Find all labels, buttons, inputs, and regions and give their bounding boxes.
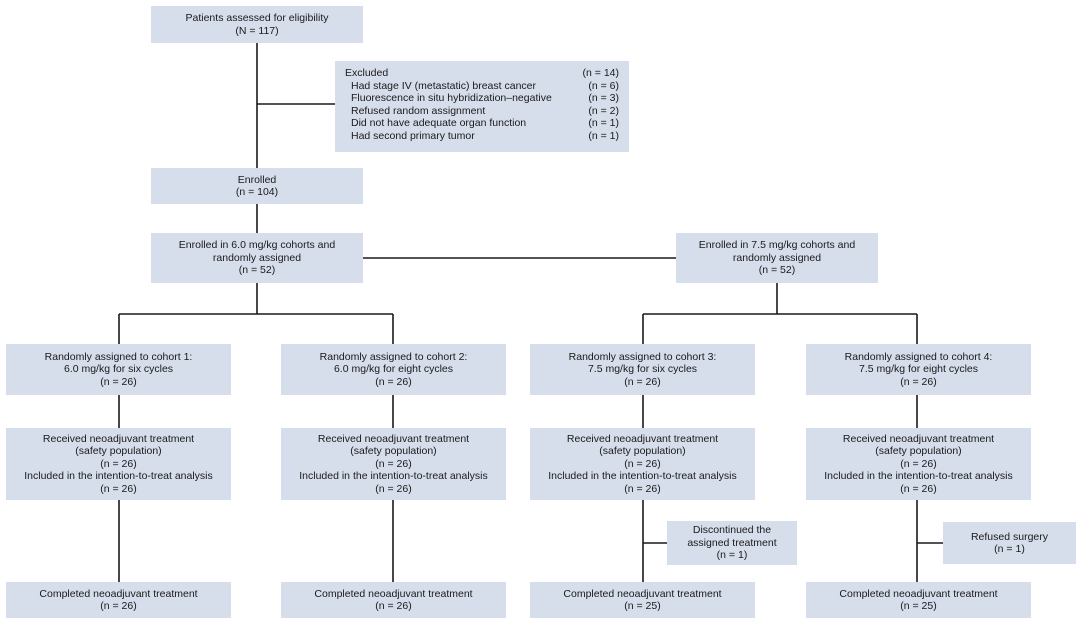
arm-box-6mg: Enrolled in 6.0 mg/kg cohorts and random… xyxy=(151,233,363,283)
cohort-assign-line2: 7.5 mg/kg for six cycles xyxy=(587,363,698,376)
received-line1: Received neoadjuvant treatment xyxy=(842,432,995,445)
cohort3-completed-box: Completed neoadjuvant treatment (n = 25) xyxy=(530,582,755,618)
completed-label: Completed neoadjuvant treatment xyxy=(563,587,722,600)
itt-label: Included in the intention-to-treat analy… xyxy=(548,470,737,483)
cohort-assign-line1: Randomly assigned to cohort 1: xyxy=(44,350,193,363)
cohort-assign-line1: Randomly assigned to cohort 3: xyxy=(568,350,717,363)
received-count: (n = 26) xyxy=(375,457,412,470)
refused-count: (n = 1) xyxy=(994,543,1025,555)
cohort-assign-line1: Randomly assigned to cohort 4: xyxy=(844,350,993,363)
arm1-split-line xyxy=(118,283,394,344)
excluded-reason-label: Had stage IV (metastatic) breast cancer xyxy=(351,79,536,92)
itt-count: (n = 26) xyxy=(100,482,137,495)
excluded-reason-row: Did not have adequate organ function (n … xyxy=(345,117,619,130)
cohort4-completed-box: Completed neoadjuvant treatment (n = 25) xyxy=(806,582,1031,618)
excluded-reason-count: (n = 1) xyxy=(588,117,619,129)
cohort3-flow-line xyxy=(642,395,667,582)
excluded-reason-count: (n = 1) xyxy=(588,129,619,142)
received-line1: Received neoadjuvant treatment xyxy=(42,432,195,445)
cohort4-assign-box: Randomly assigned to cohort 4: 7.5 mg/kg… xyxy=(806,344,1031,395)
arm-count: (n = 52) xyxy=(758,264,796,277)
arm-label-line2: randomly assigned xyxy=(212,251,302,264)
excluded-reason-label: Fluorescence in situ hybridization–negat… xyxy=(351,92,552,104)
excluded-count: (n = 14) xyxy=(582,67,619,79)
received-line2: (safety population) xyxy=(599,445,686,458)
itt-label: Included in the intention-to-treat analy… xyxy=(299,470,488,483)
arm-label-line2: randomly assigned xyxy=(732,251,822,264)
received-line2: (safety population) xyxy=(75,445,162,458)
excluded-reason-row: Had stage IV (metastatic) breast cancer … xyxy=(345,80,619,93)
cohort3-assign-box: Randomly assigned to cohort 3: 7.5 mg/kg… xyxy=(530,344,755,395)
completed-count: (n = 26) xyxy=(100,600,137,612)
arm-label-line1: Enrolled in 6.0 mg/kg cohorts and xyxy=(178,239,336,252)
excluded-reason-label: Refused random assignment xyxy=(351,104,486,117)
completed-count: (n = 25) xyxy=(624,600,661,612)
arm-box-7-5mg: Enrolled in 7.5 mg/kg cohorts and random… xyxy=(676,233,878,283)
discontinued-line2: assigned treatment xyxy=(687,536,777,549)
itt-count: (n = 26) xyxy=(624,482,661,495)
received-line2: (safety population) xyxy=(350,445,437,458)
received-count: (n = 26) xyxy=(100,457,137,470)
excluded-reason-row: Fluorescence in situ hybridization–negat… xyxy=(345,92,619,105)
completed-count: (n = 25) xyxy=(900,600,937,612)
excluded-reason-label: Did not have adequate organ function xyxy=(351,117,527,129)
arm-label-line1: Enrolled in 7.5 mg/kg cohorts and xyxy=(698,239,856,252)
cohort2-assign-box: Randomly assigned to cohort 2: 6.0 mg/kg… xyxy=(281,344,506,395)
completed-count: (n = 26) xyxy=(375,600,412,612)
enrolled-label: Enrolled xyxy=(237,173,277,186)
cohort-assign-line2: 6.0 mg/kg for eight cycles xyxy=(333,363,454,376)
cohort-assign-line1: Randomly assigned to cohort 2: xyxy=(319,350,468,363)
discontinued-count: (n = 1) xyxy=(716,549,748,562)
arm2-split-line xyxy=(642,283,918,344)
excluded-reason-count: (n = 3) xyxy=(588,92,619,104)
itt-count: (n = 26) xyxy=(900,482,937,495)
itt-label: Included in the intention-to-treat analy… xyxy=(824,470,1013,483)
discontinued-box: Discontinued the assigned treatment (n =… xyxy=(667,521,797,565)
refused-label: Refused surgery xyxy=(970,530,1049,543)
excluded-reason-row: Had second primary tumor (n = 1) xyxy=(345,130,619,143)
cohort4-received-box: Received neoadjuvant treatment (safety p… xyxy=(806,428,1031,500)
excluded-header-row: Excluded (n = 14) xyxy=(345,67,619,80)
received-count: (n = 26) xyxy=(624,457,661,470)
cohort-assign-count: (n = 26) xyxy=(100,375,137,388)
received-line1: Received neoadjuvant treatment xyxy=(317,432,470,445)
cohort1-assign-box: Randomly assigned to cohort 1: 6.0 mg/kg… xyxy=(6,344,231,395)
excluded-reason-row: Refused random assignment (n = 2) xyxy=(345,105,619,118)
received-line1: Received neoadjuvant treatment xyxy=(566,432,719,445)
cohort1-received-box: Received neoadjuvant treatment (safety p… xyxy=(6,428,231,500)
received-count: (n = 26) xyxy=(900,457,937,470)
cohort2-received-box: Received neoadjuvant treatment (safety p… xyxy=(281,428,506,500)
enrolled-count: (n = 104) xyxy=(235,186,279,198)
arm-count: (n = 52) xyxy=(238,264,276,277)
assessed-box: Patients assessed for eligibility (N = 1… xyxy=(151,6,363,43)
cohort-assign-count: (n = 26) xyxy=(900,375,937,388)
excluded-reason-count: (n = 2) xyxy=(588,104,619,117)
discontinued-line1: Discontinued the xyxy=(692,524,772,537)
enrolled-box: Enrolled (n = 104) xyxy=(151,168,363,204)
refused-surgery-box: Refused surgery (n = 1) xyxy=(943,522,1076,564)
excluded-title: Excluded xyxy=(345,67,389,79)
cohort2-completed-box: Completed neoadjuvant treatment (n = 26) xyxy=(281,582,506,618)
completed-label: Completed neoadjuvant treatment xyxy=(314,587,473,600)
cohort-assign-line2: 7.5 mg/kg for eight cycles xyxy=(858,363,979,376)
completed-label: Completed neoadjuvant treatment xyxy=(839,587,998,600)
received-line2: (safety population) xyxy=(875,445,962,458)
completed-label: Completed neoadjuvant treatment xyxy=(39,587,198,600)
itt-count: (n = 26) xyxy=(375,482,412,495)
itt-label: Included in the intention-to-treat analy… xyxy=(24,470,213,483)
cohort-assign-count: (n = 26) xyxy=(375,375,412,388)
cohort3-received-box: Received neoadjuvant treatment (safety p… xyxy=(530,428,755,500)
assessed-count: (N = 117) xyxy=(235,24,279,37)
cohort1-completed-box: Completed neoadjuvant treatment (n = 26) xyxy=(6,582,231,618)
excluded-reason-count: (n = 6) xyxy=(588,79,619,92)
cohort-assign-line2: 6.0 mg/kg for six cycles xyxy=(63,363,174,376)
cohort4-flow-line xyxy=(916,395,943,582)
excluded-box: Excluded (n = 14) Had stage IV (metastat… xyxy=(335,61,629,152)
excluded-reason-label: Had second primary tumor xyxy=(351,129,475,142)
cohort-assign-count: (n = 26) xyxy=(624,375,661,388)
assessed-label: Patients assessed for eligibility xyxy=(185,12,329,24)
